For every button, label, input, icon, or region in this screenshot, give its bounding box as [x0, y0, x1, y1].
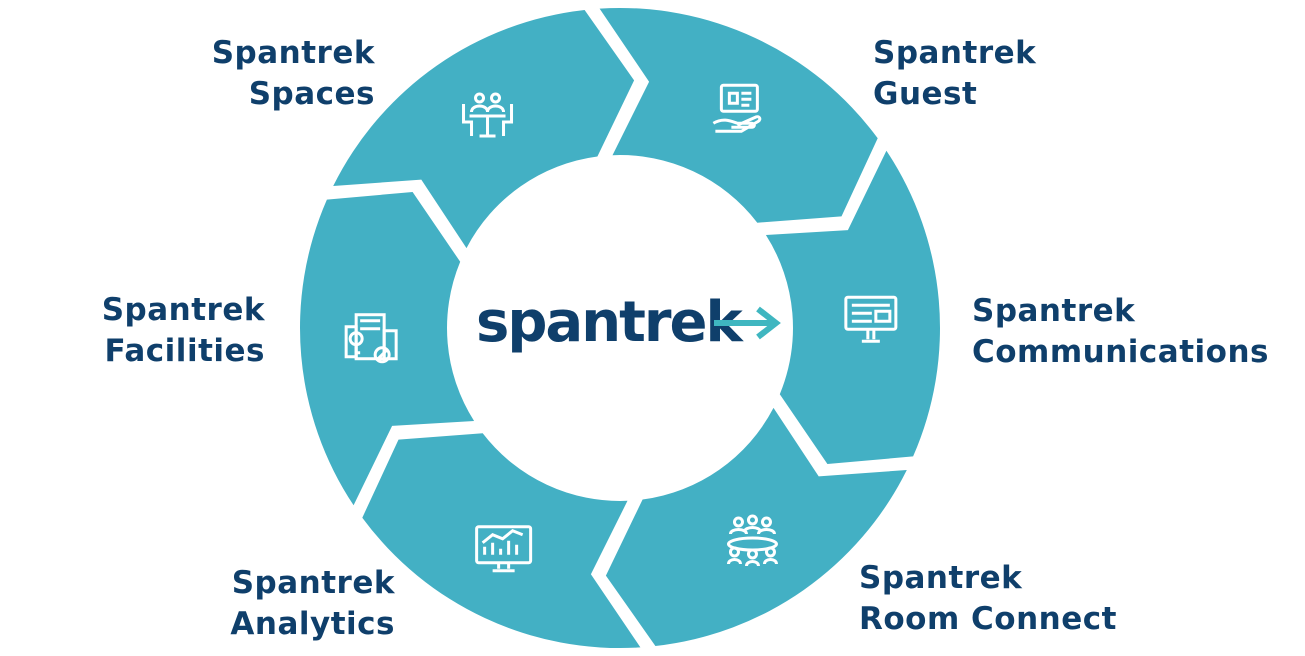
logo-arrow-icon [714, 306, 781, 340]
workspace-people-icon [462, 92, 514, 138]
id-card-hand-icon [712, 83, 762, 133]
meeting-room-icon [726, 514, 778, 567]
center-circle [448, 156, 792, 500]
segment-communications [765, 150, 940, 464]
facilities-building-icon [344, 313, 398, 364]
segment-analytics [362, 433, 641, 649]
segment-spaces [333, 10, 635, 249]
digital-signage-icon [844, 295, 898, 343]
analytics-monitor-icon [475, 525, 533, 573]
logo-text: spantrek [476, 290, 743, 355]
spantrek-logo: spantrek [476, 290, 743, 355]
segment-guest [599, 7, 878, 223]
